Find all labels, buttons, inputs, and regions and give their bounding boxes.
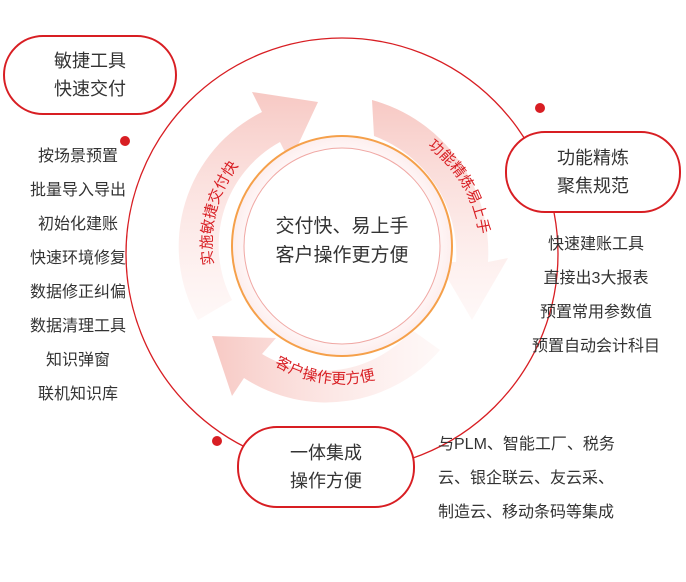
arrow-right — [372, 100, 508, 320]
node-integration: 一体集成 操作方便 — [237, 426, 415, 508]
node-integration-line-1: 一体集成 — [290, 443, 362, 463]
center-text: 交付快、易上手 客户操作更方便 — [236, 212, 448, 270]
node-function: 功能精炼 聚焦规范 — [505, 131, 681, 213]
ring-dot-left — [120, 136, 130, 146]
inner-core — [243, 147, 441, 345]
node-function-line-1: 功能精炼 — [557, 148, 629, 168]
list-item: 联机知识库 — [37, 386, 118, 403]
list-item: 数据修正纠偏 — [29, 284, 126, 301]
node-function-line-2: 聚焦规范 — [557, 176, 629, 196]
arrow-left — [178, 92, 318, 320]
list-item: 按场景预置 — [37, 148, 118, 165]
center-line-2: 客户操作更方便 — [275, 245, 409, 266]
list-item: 快速环境修复 — [29, 250, 126, 267]
list-item: 预置自动会计科目 — [531, 338, 660, 355]
agile-feature-list: 按场景预置 批量导入导出 初始化建账 快速环境修复 数据修正纠偏 数据清理工具 … — [0, 140, 156, 412]
center-line-1: 交付快、易上手 — [275, 216, 409, 237]
list-item: 制造云、移动条码等集成 — [438, 504, 615, 521]
ring-dot-right — [535, 103, 545, 113]
node-integration-line-2: 操作方便 — [290, 471, 362, 491]
list-item: 直接出3大报表 — [543, 270, 649, 287]
list-item: 与PLM、智能工厂、税务 — [438, 436, 615, 453]
list-item: 初始化建账 — [37, 216, 118, 233]
node-agile-line-2: 快速交付 — [54, 79, 126, 99]
list-item: 知识弹窗 — [45, 352, 110, 369]
node-agile-line-1: 敏捷工具 — [54, 51, 126, 71]
ring-dot-bottom — [212, 436, 222, 446]
list-item: 预置常用参数值 — [539, 304, 652, 321]
list-item: 数据清理工具 — [29, 318, 126, 335]
node-agile-tools: 敏捷工具 快速交付 — [3, 35, 177, 115]
list-item: 批量导入导出 — [29, 182, 126, 199]
list-item: 云、银企联云、友云采、 — [438, 470, 615, 487]
integration-feature-list: 与PLM、智能工厂、税务 云、银企联云、友云采、 制造云、移动条码等集成 — [438, 428, 678, 530]
arrow-bottom — [212, 330, 440, 403]
function-feature-list: 快速建账工具 直接出3大报表 预置常用参数值 预置自动会计科目 — [512, 228, 680, 364]
list-item: 快速建账工具 — [547, 236, 644, 253]
